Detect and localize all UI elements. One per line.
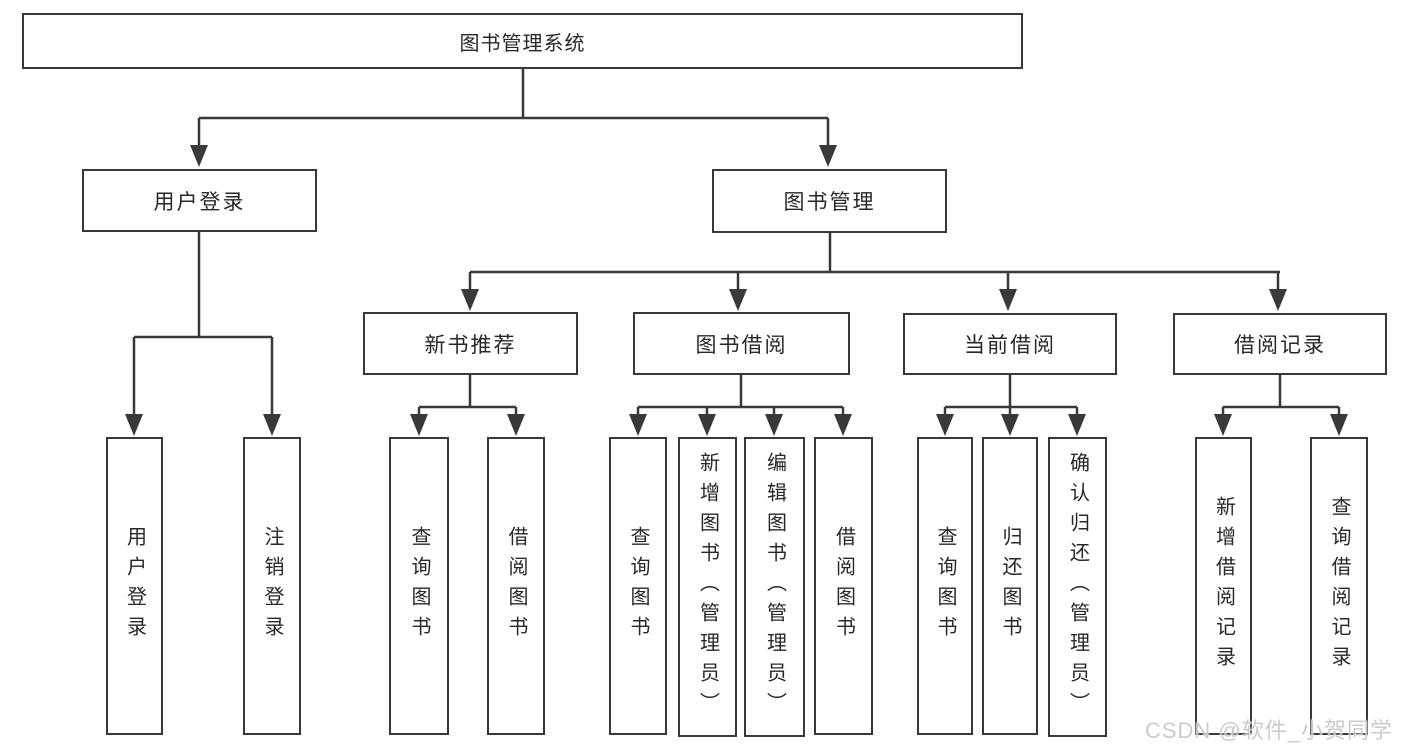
- node-new-book-recommend: 新书推荐: [363, 312, 578, 375]
- leaf-nb-query-books: 查询图书: [389, 437, 449, 735]
- node-root-system: 图书管理系统: [22, 13, 1023, 69]
- leaf-cb-return-books: 归还图书: [982, 437, 1038, 735]
- leaf-user-login: 用户登录: [106, 437, 163, 735]
- csdn-watermark: CSDN @软件_小贺同学: [1144, 718, 1393, 743]
- node-book-management: 图书管理: [712, 169, 947, 233]
- leaf-br-query-record: 查询借阅记录: [1310, 437, 1368, 735]
- node-user-login: 用户登录: [82, 169, 317, 232]
- node-book-borrow: 图书借阅: [633, 312, 850, 375]
- leaf-cb-confirm-return-admin: 确认归还（管理员）: [1048, 437, 1107, 737]
- leaf-bb-add-books-admin: 新增图书（管理员）: [678, 437, 737, 737]
- node-borrow-records: 借阅记录: [1173, 313, 1387, 375]
- leaf-nb-borrow-books: 借阅图书: [487, 437, 545, 735]
- leaf-bb-edit-books-admin: 编辑图书（管理员）: [744, 437, 805, 737]
- leaf-bb-borrow-books: 借阅图书: [814, 437, 873, 735]
- leaf-logout: 注销登录: [243, 437, 301, 735]
- leaf-bb-query-books: 查询图书: [609, 437, 667, 735]
- leaf-cb-query-books: 查询图书: [917, 437, 973, 735]
- leaf-br-add-record: 新增借阅记录: [1195, 437, 1252, 735]
- node-current-borrow: 当前借阅: [903, 313, 1117, 375]
- arrowheads: [125, 145, 1348, 436]
